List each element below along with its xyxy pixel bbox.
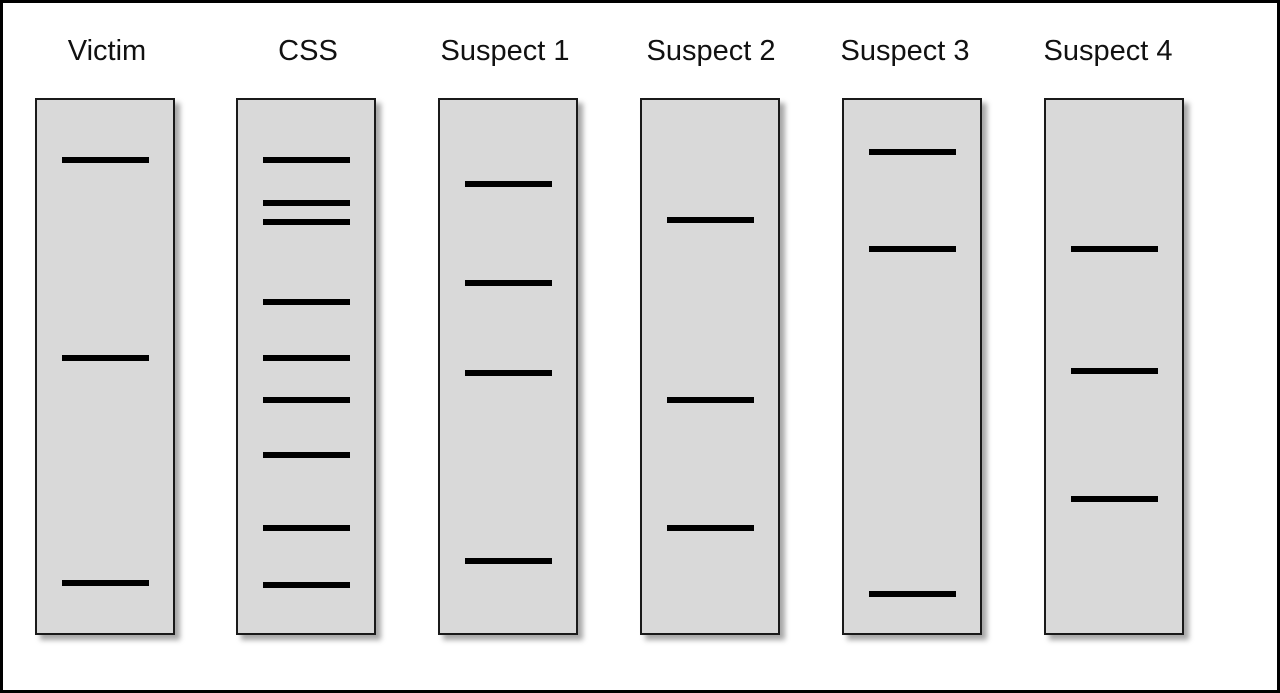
band-suspect-1-1 [465,181,552,187]
band-suspect-3-1 [869,149,956,155]
band-css-9 [263,582,350,588]
gel-lane-victim [35,98,175,635]
gel-lane-suspect-1 [438,98,578,635]
band-css-4 [263,299,350,305]
band-suspect-1-3 [465,370,552,376]
band-suspect-2-2 [667,397,754,403]
band-victim-3 [62,580,149,586]
lane-label-suspect-4: Suspect 4 [1043,35,1173,67]
band-suspect-3-3 [869,591,956,597]
band-suspect-1-2 [465,280,552,286]
band-suspect-2-3 [667,525,754,531]
band-css-5 [263,355,350,361]
lane-label-suspect-3: Suspect 3 [840,35,970,67]
gel-lane-suspect-4 [1044,98,1184,635]
lane-label-suspect-2: Suspect 2 [646,35,776,67]
band-suspect-3-2 [869,246,956,252]
lane-label-victim: Victim [67,35,147,67]
band-victim-1 [62,157,149,163]
band-suspect-2-1 [667,217,754,223]
lane-label-css: CSS [278,35,338,67]
gel-lane-suspect-2 [640,98,780,635]
gel-lane-suspect-3 [842,98,982,635]
band-css-1 [263,157,350,163]
band-suspect-1-4 [465,558,552,564]
band-victim-2 [62,355,149,361]
band-suspect-4-1 [1071,246,1158,252]
band-css-8 [263,525,350,531]
band-suspect-4-2 [1071,368,1158,374]
band-css-2 [263,200,350,206]
band-css-6 [263,397,350,403]
lane-label-suspect-1: Suspect 1 [440,35,570,67]
band-css-3 [263,219,350,225]
gel-lane-css [236,98,376,635]
band-suspect-4-3 [1071,496,1158,502]
band-css-7 [263,452,350,458]
